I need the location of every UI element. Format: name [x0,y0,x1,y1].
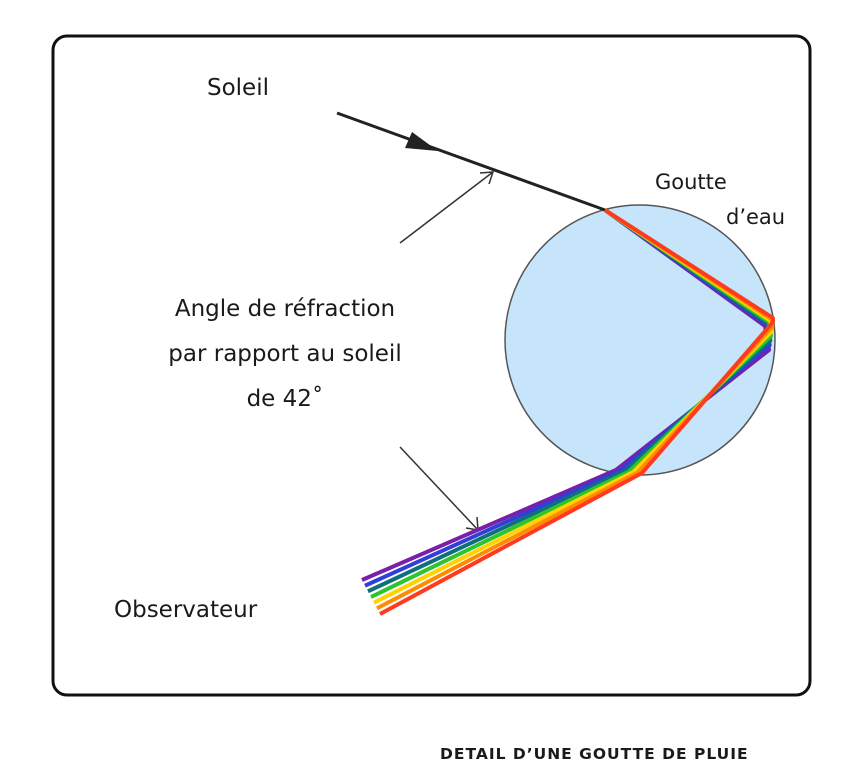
diagram-frame [51,34,812,697]
observer-label: Observateur [114,597,258,623]
angle-pointer-bottom [399,446,479,531]
caption: DETAIL D’UNE GOUTTE DE PLUIE [440,745,749,763]
drop-label-line1: Goutte [655,170,727,194]
angle-label: Angle de réfraction par rapport au solei… [110,287,460,422]
angle-label-line2: par rapport au soleil [168,341,402,367]
water-drop [504,204,776,476]
angle-label-line3: de 42˚ [246,386,324,412]
sun-ray-arrowhead [405,132,438,151]
sun-label: Soleil [207,75,269,101]
angle-label-line1: Angle de réfraction [174,296,396,322]
sun-ray [336,111,606,212]
spectrum-ray-0 [379,208,775,616]
drop-label-line2: d’eau [726,205,786,229]
angle-pointer-top [399,171,495,244]
light-spectrum-rays [361,208,775,616]
